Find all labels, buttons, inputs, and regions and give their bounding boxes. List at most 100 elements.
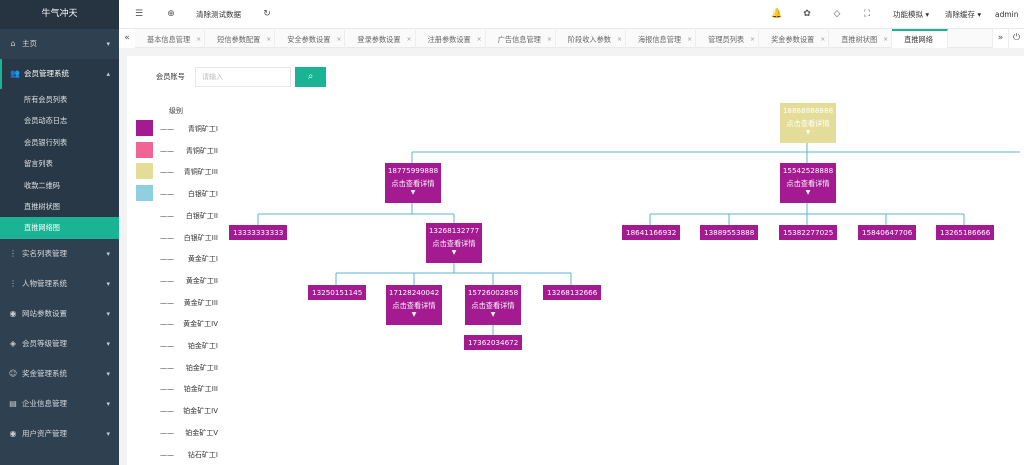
sidebar-item-home[interactable]: ⌂ 主页 ▾	[0, 29, 119, 59]
tree-node-leaf[interactable]: 17362034672	[464, 335, 523, 350]
submenu-item-all-members[interactable]: 所有会员列表	[24, 95, 68, 104]
submenu-item-member-log[interactable]: 会员动态日志	[24, 116, 68, 126]
sidebar-item-label: 实名列表管理	[22, 248, 67, 258]
view-detail-link[interactable]: 点击查看详情	[786, 119, 830, 128]
chevron-down-icon: ▾	[106, 399, 110, 408]
refresh-icon[interactable]: ↻	[263, 9, 271, 19]
close-icon[interactable]: ×	[476, 36, 482, 43]
palette-icon[interactable]: ✿	[803, 9, 811, 19]
legend-item: ——钻石矿工I	[160, 450, 218, 460]
close-icon[interactable]: ×	[546, 36, 552, 43]
tag-icon[interactable]: ◇	[833, 9, 841, 19]
close-icon[interactable]: ×	[336, 36, 342, 43]
tree-node-leaf[interactable]: 13268132666	[543, 285, 602, 300]
function-simulate-dropdown[interactable]: 功能模拟 ▾	[893, 10, 930, 19]
expand-arrow-icon[interactable]: ▼	[805, 129, 811, 136]
sidebar-item-label: 会员等级管理	[22, 338, 67, 348]
view-detail-link[interactable]: 点击查看详情	[786, 179, 830, 188]
tab-item[interactable]: 短信参数配置×	[205, 30, 276, 48]
legend-swatch	[136, 185, 153, 201]
node-account: 13889553888	[704, 228, 755, 237]
tree-node-leaf[interactable]: 15382277025	[779, 225, 838, 240]
globe-icon[interactable]: ⊕	[167, 9, 175, 19]
tab-item[interactable]: 直推网络	[892, 29, 948, 48]
submenu-item-member-bank[interactable]: 会员银行列表	[24, 137, 68, 147]
clear-test-data-button[interactable]: 清除测试数据	[196, 10, 241, 19]
legend-item: ——黄金矿工IV	[160, 319, 218, 329]
tab-item[interactable]: 奖金参数设置×	[759, 30, 830, 48]
tab-item[interactable]: 注册参数设置×	[416, 30, 486, 48]
submenu-item-qrcode[interactable]: 收款二维码	[24, 180, 60, 190]
sidebar-item-person[interactable]: ⋮ 人物管理系统 ▾	[0, 269, 119, 299]
tab-item[interactable]: 登录参数设置×	[345, 30, 416, 48]
legend-dash: ——	[160, 320, 174, 328]
tree-node-leaf[interactable]: 13889553888	[700, 225, 759, 240]
tab-item[interactable]: 阶段收入参数×	[556, 30, 626, 48]
submenu-item-messages[interactable]: 留言列表	[24, 159, 53, 169]
view-detail-link[interactable]: 点击查看详情	[432, 239, 476, 248]
legend-dash: ——	[160, 277, 174, 285]
search-button[interactable]: ⌕	[295, 67, 326, 87]
sidebar-item-bonus[interactable]: ☺ 奖金管理系统 ▾	[0, 359, 119, 389]
view-detail-link[interactable]: 点击查看详情	[392, 301, 436, 310]
expand-arrow-icon[interactable]: ▼	[805, 189, 811, 196]
sidebar-item-assets[interactable]: ◉ 用户资产管理 ▾	[0, 419, 119, 449]
tree-node-leaf[interactable]: 18641166932	[622, 225, 681, 240]
close-icon[interactable]: ×	[406, 36, 412, 43]
view-detail-link[interactable]: 点击查看详情	[391, 179, 435, 188]
close-icon[interactable]: ×	[883, 36, 889, 43]
close-icon[interactable]: ×	[687, 36, 693, 43]
tab-item[interactable]: 基本信息管理×	[135, 30, 206, 48]
view-detail-link[interactable]: 点击查看详情	[471, 301, 515, 310]
legend-dash: ——	[160, 125, 174, 133]
chevron-down-icon: ▾	[106, 279, 110, 288]
expand-arrow-icon[interactable]: ▼	[411, 311, 417, 318]
expand-arrow-icon[interactable]: ▼	[410, 189, 416, 196]
expand-arrow-icon[interactable]: ▼	[490, 311, 496, 318]
tab-item[interactable]: 直推树状图×	[829, 30, 893, 48]
tab-scroll-left-icon[interactable]: «	[119, 29, 135, 48]
tree-node-leaf[interactable]: 13250151145	[308, 285, 367, 300]
sidebar-item-site-settings[interactable]: ◉ 网站参数设置 ▾	[0, 299, 119, 329]
tree-node-leaf[interactable]: 15840647706	[858, 225, 917, 240]
menu-toggle-icon[interactable]: ☰	[134, 9, 144, 19]
close-tabs-icon[interactable]: ⏻	[1008, 29, 1024, 48]
chevron-down-icon: ▾	[106, 249, 110, 258]
submenu-item-tree-chart[interactable]: 直推树状图	[24, 201, 60, 211]
chevron-down-icon: ▾	[106, 309, 110, 318]
tree-node-leaf[interactable]: 13265186666	[936, 225, 995, 240]
tab-item[interactable]: 广告信息管理×	[486, 30, 556, 48]
close-icon[interactable]: ×	[750, 36, 756, 43]
tab-item[interactable]: 海报信息管理×	[626, 30, 697, 48]
close-icon[interactable]: ×	[616, 36, 622, 43]
close-icon[interactable]: ×	[266, 36, 272, 43]
sidebar-item-member-system[interactable]: 👥 会员管理系统 ▴	[0, 59, 119, 89]
tab-scroll-right-icon[interactable]: »	[992, 29, 1008, 48]
legend-item: ——青铜矿工II	[160, 146, 218, 156]
tab-list: 基本信息管理×短信参数配置×安全参数设置×登录参数设置×注册参数设置×广告信息管…	[135, 29, 1000, 48]
submenu-item-network-chart[interactable]: 直推网络图	[0, 217, 119, 239]
sidebar-item-realname[interactable]: ⋮ 实名列表管理 ▾	[0, 239, 119, 269]
content-area	[119, 48, 1024, 465]
close-icon[interactable]: ×	[820, 36, 826, 43]
fullscreen-icon[interactable]: ⛶	[863, 9, 871, 19]
node-account: 13333333333	[233, 228, 284, 237]
member-account-input[interactable]	[195, 67, 291, 87]
tab-item[interactable]: 安全参数设置×	[275, 30, 346, 48]
tab-bar: « 基本信息管理×短信参数配置×安全参数设置×登录参数设置×注册参数设置×广告信…	[119, 29, 1024, 48]
legend-dash: ——	[160, 385, 174, 393]
tree-node-leaf[interactable]: 13333333333	[229, 225, 288, 240]
close-icon[interactable]: ×	[196, 36, 202, 43]
clear-cache-dropdown[interactable]: 清除缓存 ▾	[945, 10, 982, 19]
tab-item[interactable]: 管理员列表×	[696, 30, 760, 48]
sidebar-item-member-level[interactable]: ◈ 会员等级管理 ▾	[0, 329, 119, 359]
expand-arrow-icon[interactable]: ▼	[451, 249, 457, 256]
sidebar-item-enterprise[interactable]: ▤ 企业信息管理 ▾	[0, 389, 119, 419]
bell-icon[interactable]: 🔔	[771, 9, 783, 19]
